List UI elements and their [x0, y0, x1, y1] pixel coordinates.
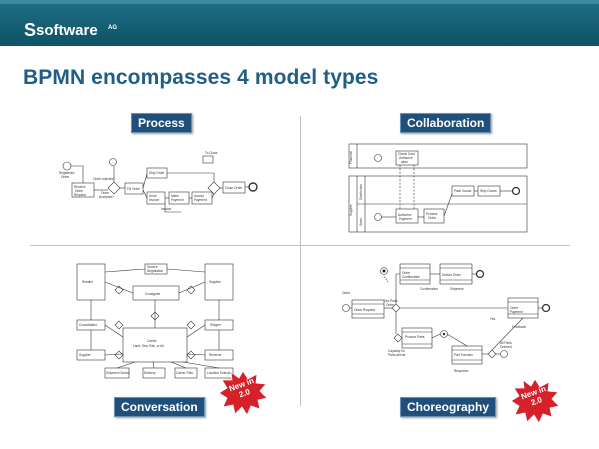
svg-text:Deliver Order: Deliver Order — [442, 273, 462, 277]
svg-text:Response: Response — [454, 369, 469, 373]
page-title: BPMN encompasses 4 model types — [23, 66, 379, 89]
svg-text:Ship Order: Ship Order — [149, 171, 165, 175]
logo-suffix: AG — [108, 25, 117, 31]
svg-text:Carrier: Carrier — [147, 339, 158, 343]
svg-text:Order: Order — [386, 303, 395, 307]
svg-text:Distribution: Distribution — [359, 184, 363, 200]
logo-text: software — [36, 22, 98, 39]
svg-text:Accept: Accept — [194, 194, 204, 198]
svg-text:Retailer: Retailer — [82, 280, 94, 284]
svg-text:Order: Order — [75, 189, 84, 193]
svg-text:Supplier: Supplier — [79, 353, 92, 357]
svg-text:Confirmation: Confirmation — [420, 287, 438, 291]
svg-text:Part Function: Part Function — [454, 353, 473, 357]
svg-text:Land, Sea, Rail, or Air: Land, Sea, Rail, or Air — [133, 344, 165, 348]
software-ag-logo: S software AG — [24, 20, 117, 40]
svg-text:Feedback: Feedback — [512, 325, 526, 329]
svg-text:Ordered: Ordered — [500, 345, 512, 349]
process-diagram: Registered Order Receive Order Request O… — [59, 151, 258, 213]
svg-text:Delivery: Delivery — [144, 371, 156, 375]
svg-text:Confirmation: Confirmation — [402, 275, 420, 279]
collaboration-label: Collaboration — [400, 113, 492, 133]
svg-text:Invoice: Invoice — [161, 207, 171, 211]
svg-text:Payment: Payment — [171, 198, 184, 202]
svg-text:Shipper: Shipper — [210, 323, 222, 327]
vertical-divider — [300, 116, 301, 406]
svg-text:Order rejected: Order rejected — [93, 177, 114, 181]
conversation-label: Conversation — [114, 397, 205, 417]
svg-text:Negotiation: Negotiation — [147, 269, 163, 273]
svg-text:Send: Send — [149, 194, 157, 198]
svg-text:Sales: Sales — [359, 218, 363, 226]
new-in-2-badge-choreography — [510, 378, 560, 424]
conversation-diagram: Retailer Supplier Service Negotiation Co… — [76, 263, 234, 379]
svg-text:Check Card: Check Card — [398, 152, 415, 156]
svg-text:Order: Order — [61, 175, 70, 179]
svg-text:Order: Order — [510, 306, 519, 310]
svg-text:Authorize: Authorize — [399, 156, 413, 160]
new-in-2-badge-conversation — [218, 370, 268, 416]
svg-text:Capacity for: Capacity for — [388, 349, 406, 353]
svg-text:Order Request: Order Request — [354, 308, 375, 312]
svg-text:Supplier: Supplier — [349, 203, 353, 216]
svg-text:Consolidator: Consolidator — [79, 323, 98, 327]
svg-text:Shipment Sched.: Shipment Sched. — [106, 371, 130, 375]
process-label: Process — [131, 113, 192, 133]
svg-text:Carrier Plan.: Carrier Plan. — [176, 371, 194, 375]
svg-text:Order: Order — [101, 191, 110, 195]
svg-text:Service: Service — [147, 265, 158, 269]
svg-text:Location Selection: Location Selection — [207, 371, 233, 375]
svg-text:To Close: To Close — [205, 151, 218, 155]
svg-text:Pack Goods: Pack Goods — [454, 189, 472, 193]
svg-text:All Parts: All Parts — [500, 341, 512, 345]
collaboration-diagram: Check Card Authorize ation Authorize Pay… — [348, 143, 528, 233]
svg-text:Receive: Receive — [74, 185, 86, 189]
svg-text:Payment: Payment — [510, 310, 523, 314]
svg-text:Registered: Registered — [59, 171, 75, 175]
svg-text:Order: Order — [428, 216, 437, 220]
svg-text:ation: ation — [401, 160, 408, 164]
svg-text:Request: Request — [74, 193, 86, 197]
svg-text:Payment: Payment — [399, 217, 412, 221]
svg-text:Parts Arrival: Parts Arrival — [388, 353, 405, 357]
svg-text:Receiver: Receiver — [209, 353, 223, 357]
svg-text:Yes: Yes — [490, 317, 496, 321]
header-stripe — [0, 0, 599, 4]
choreography-diagram: Order Confirmation Deliver Order Order R… — [342, 263, 551, 373]
horizontal-divider — [30, 245, 570, 246]
svg-text:Order: Order — [342, 291, 351, 295]
svg-text:Shipment: Shipment — [450, 287, 464, 291]
svg-text:Fill Order: Fill Order — [127, 187, 141, 191]
svg-text:S: S — [24, 20, 36, 40]
svg-text:Procure Parts: Procure Parts — [405, 335, 425, 339]
header-bar: S software AG — [0, 0, 599, 46]
svg-text:Accepted?: Accepted? — [99, 195, 114, 199]
svg-text:Invoice: Invoice — [149, 198, 159, 202]
svg-text:Payment: Payment — [194, 198, 207, 202]
svg-text:Order: Order — [402, 271, 411, 275]
svg-text:Close Order: Close Order — [225, 186, 243, 190]
svg-text:Out Parts: Out Parts — [384, 299, 398, 303]
svg-text:Process: Process — [426, 212, 438, 216]
svg-text:Supplier: Supplier — [209, 280, 222, 284]
svg-text:Consignee: Consignee — [145, 292, 160, 296]
svg-text:Make: Make — [171, 194, 179, 198]
svg-text:Authorize: Authorize — [398, 213, 412, 217]
svg-text:Ship Goods: Ship Goods — [480, 189, 497, 193]
choreography-label: Choreography — [400, 397, 497, 417]
svg-text:Financial: Financial — [349, 151, 353, 164]
